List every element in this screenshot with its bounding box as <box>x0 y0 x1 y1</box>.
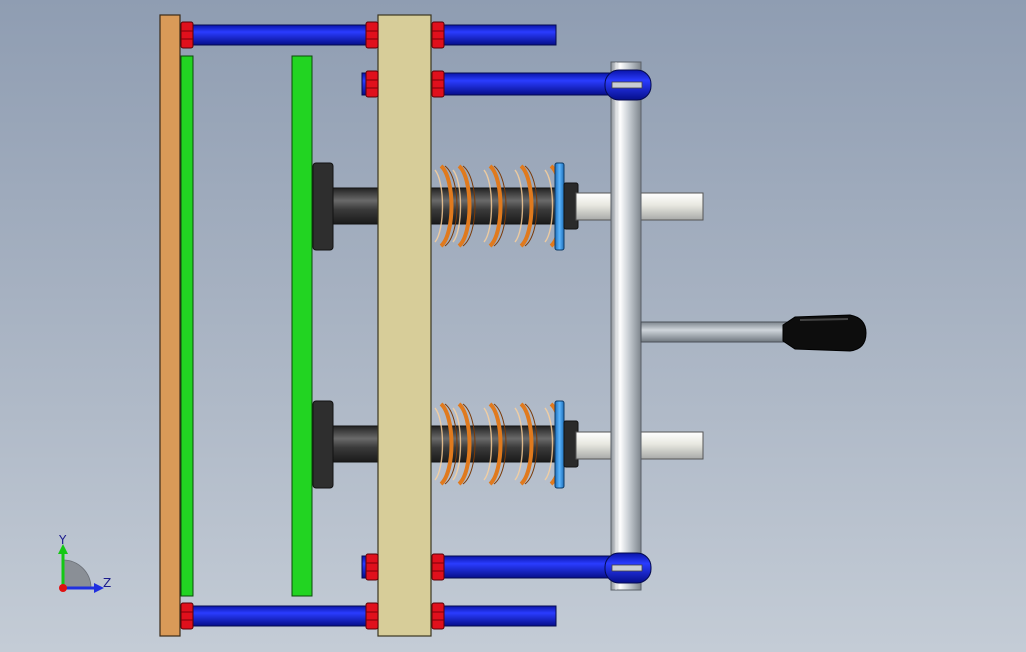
hex-nut <box>180 21 194 49</box>
green-strip-right <box>291 55 313 597</box>
spring-coil-highlight <box>434 169 444 243</box>
spring-coil-edge <box>493 403 507 485</box>
spring-coil <box>519 164 534 248</box>
spring-coil-edge <box>444 165 458 247</box>
spring-coil-highlight <box>544 169 554 243</box>
tie-rod-bottom-right <box>439 605 557 627</box>
spring-coil <box>439 402 454 486</box>
triad-arc <box>62 559 92 589</box>
spring-coil <box>488 402 503 486</box>
spring-coil <box>519 402 534 486</box>
coordinate-triad: Y Z <box>58 533 111 593</box>
hex-nut <box>365 21 379 49</box>
triad-origin <box>59 584 67 592</box>
tie-rod-top-right <box>439 24 557 46</box>
hex-nut <box>365 602 379 630</box>
washer-lower <box>554 400 565 489</box>
spring-coil <box>457 164 472 248</box>
spring-coil-highlight <box>483 407 493 481</box>
spring-coil-edge <box>462 403 476 485</box>
spring-coil-highlight <box>452 407 462 481</box>
triad-y-label: Y <box>58 533 67 547</box>
triad-z-label: Z <box>103 576 111 590</box>
tie-rod-top-left <box>189 24 371 46</box>
hex-nut <box>431 553 445 581</box>
spring-coil <box>439 164 454 248</box>
center-plate <box>377 14 432 637</box>
base-plate <box>159 14 181 637</box>
spring-coil-highlight <box>434 407 444 481</box>
hex-nut <box>365 70 379 98</box>
spring-coil-highlight <box>452 169 462 243</box>
hex-nut <box>431 21 445 49</box>
clevis-upper <box>604 69 652 101</box>
tie-rod-bottom-left <box>189 605 371 627</box>
handle-grip <box>782 314 867 352</box>
spring-coil-highlight <box>483 169 493 243</box>
spring-coil-edge <box>524 403 538 485</box>
spring-coil-edge <box>524 165 538 247</box>
spring-coil-highlight <box>514 169 524 243</box>
clevis-lower <box>604 552 652 584</box>
hex-nut <box>365 553 379 581</box>
spring-coil-edge <box>493 165 507 247</box>
spring-coil-edge <box>444 403 458 485</box>
green-strip-left <box>180 55 194 597</box>
spring-coil <box>457 402 472 486</box>
hex-nut <box>431 602 445 630</box>
spring-coil <box>488 164 503 248</box>
hex-nut <box>180 602 194 630</box>
spring-coil-highlight <box>514 407 524 481</box>
handle-rod <box>640 321 794 343</box>
spring-coil-edge <box>462 165 476 247</box>
washer-upper <box>554 162 565 251</box>
hex-nut <box>431 70 445 98</box>
nut-group <box>180 21 445 630</box>
spring-coil-highlight <box>544 407 554 481</box>
